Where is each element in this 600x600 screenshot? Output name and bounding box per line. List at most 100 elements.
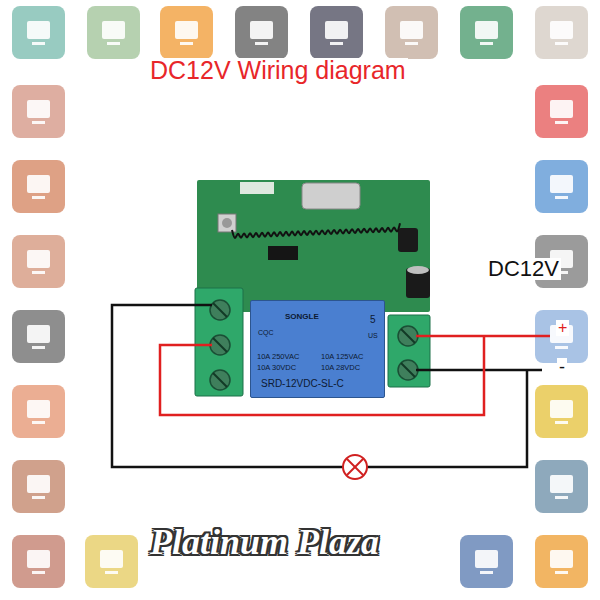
app-icon-glyph <box>102 21 125 39</box>
app-icon <box>87 6 140 59</box>
antenna-coil <box>232 223 400 238</box>
capacitor <box>407 266 429 274</box>
lamp-symbol <box>343 455 367 479</box>
app-icon <box>235 6 288 59</box>
app-icon-glyph <box>555 42 568 45</box>
app-icon <box>460 6 513 59</box>
app-icon <box>12 6 65 59</box>
cert-mark: CQC <box>258 329 274 336</box>
app-icon <box>310 6 363 59</box>
crystal <box>302 183 360 209</box>
app-icon-glyph <box>105 571 118 574</box>
app-icon <box>535 385 588 438</box>
app-icon <box>535 535 588 588</box>
app-icon <box>160 6 213 59</box>
app-icon <box>535 85 588 138</box>
app-icon-glyph <box>255 42 268 45</box>
push-button <box>222 218 232 228</box>
app-icon-glyph <box>475 550 498 568</box>
app-icon-glyph <box>400 21 423 39</box>
app-icon <box>535 6 588 59</box>
app-icon <box>12 160 65 213</box>
screw-slot <box>213 303 227 317</box>
app-icon <box>12 460 65 513</box>
app-icon-glyph <box>480 571 493 574</box>
screw <box>398 326 418 346</box>
app-icon <box>12 235 65 288</box>
antenna-coil <box>232 223 400 238</box>
wire <box>416 369 542 372</box>
app-icon <box>535 6 588 59</box>
app-icon-glyph <box>550 400 573 418</box>
app-icon <box>535 160 588 213</box>
app-icon <box>12 460 65 513</box>
app-icon <box>12 535 65 588</box>
terminal-block <box>388 315 430 387</box>
app-icon-glyph <box>550 175 573 193</box>
app-icon <box>12 310 65 363</box>
app-icon <box>87 6 140 59</box>
polarity-sign: - <box>557 358 567 376</box>
lamp-symbol <box>347 459 363 475</box>
polarity-sign: + <box>556 320 569 336</box>
supply-label: DC12V <box>486 258 561 280</box>
app-icon-glyph <box>555 121 568 124</box>
app-icon <box>535 160 588 213</box>
app-icon <box>12 385 65 438</box>
app-icon <box>535 460 588 513</box>
icon-frame <box>12 6 588 588</box>
app-icon <box>535 85 588 138</box>
app-icon <box>310 6 363 59</box>
app-icon-glyph <box>32 346 45 349</box>
app-icon-glyph <box>475 21 498 39</box>
screw <box>398 360 418 380</box>
chip <box>268 246 298 260</box>
app-icon-glyph <box>27 175 50 193</box>
relay-marking: 10A 125VAC <box>321 353 363 361</box>
app-icon <box>12 385 65 438</box>
app-icon <box>385 6 438 59</box>
app-icon-glyph <box>27 550 50 568</box>
app-icon-glyph <box>555 421 568 424</box>
app-icon-glyph <box>555 496 568 499</box>
screw-slot <box>401 329 415 343</box>
app-icon-glyph <box>175 21 198 39</box>
app-icon <box>85 535 138 588</box>
app-icon-glyph <box>27 21 50 39</box>
app-icon <box>235 6 288 59</box>
app-icon <box>460 6 513 59</box>
app-icon-glyph <box>27 100 50 118</box>
app-icon-glyph <box>550 100 573 118</box>
app-icon-glyph <box>32 496 45 499</box>
app-icon-glyph <box>100 550 123 568</box>
silkscreen <box>240 182 274 194</box>
app-icon <box>12 535 65 588</box>
app-icon <box>535 535 588 588</box>
screw-slot <box>213 338 227 352</box>
app-icon-glyph <box>180 42 193 45</box>
app-icon-glyph <box>330 42 343 45</box>
app-icon-glyph <box>32 571 45 574</box>
push-button <box>218 214 236 232</box>
app-icon-glyph <box>405 42 418 45</box>
screw <box>210 335 230 355</box>
app-icon <box>12 160 65 213</box>
app-icon-glyph <box>27 250 50 268</box>
app-icon-glyph <box>32 196 45 199</box>
app-icon-glyph <box>555 571 568 574</box>
app-icon <box>160 6 213 59</box>
app-icon-glyph <box>32 271 45 274</box>
app-icon-glyph <box>32 121 45 124</box>
cert-mark: US <box>368 332 378 339</box>
app-icon <box>460 535 513 588</box>
app-icon-glyph <box>550 21 573 39</box>
screw <box>210 300 230 320</box>
app-icon-glyph <box>480 42 493 45</box>
app-icon <box>12 85 65 138</box>
app-icon <box>385 6 438 59</box>
app-icon <box>12 310 65 363</box>
wire <box>416 335 550 338</box>
wire <box>367 370 527 467</box>
